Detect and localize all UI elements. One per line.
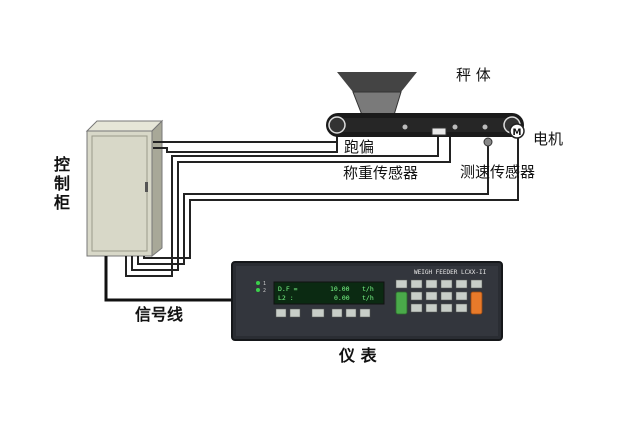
function-key[interactable]	[345, 308, 357, 318]
keypad[interactable]	[395, 279, 483, 315]
cabinet-label-2: 制	[54, 174, 70, 193]
instrument-brand: WEIGH FEEDER LCXX-II	[414, 269, 487, 276]
function-key[interactable]	[289, 308, 301, 318]
keypad-key[interactable]	[425, 279, 438, 289]
display-row1-unit: t/h	[362, 285, 374, 293]
status-leds: 1 2	[256, 281, 266, 294]
belt-conveyor	[326, 113, 524, 137]
display-row1-label: D.F =	[278, 285, 298, 293]
keypad-key[interactable]	[425, 291, 438, 301]
keypad-key[interactable]	[470, 279, 483, 289]
function-key[interactable]	[359, 308, 371, 318]
signal-line-cable	[104, 256, 232, 302]
signal-line-label: 信号线	[135, 305, 183, 324]
keypad-key[interactable]	[440, 279, 453, 289]
motor-badge: M	[513, 128, 522, 138]
hopper	[337, 72, 417, 116]
keypad-key[interactable]	[455, 291, 468, 301]
keypad-key[interactable]	[455, 279, 468, 289]
signal-wires	[125, 128, 519, 277]
keypad-key[interactable]	[425, 303, 438, 313]
keypad-key[interactable]	[410, 291, 423, 301]
speed-sensor-label: 测速传感器	[460, 163, 535, 181]
keypad-key[interactable]	[440, 291, 453, 301]
speed-sensor-mark	[483, 137, 493, 147]
keypad-key[interactable]	[410, 279, 423, 289]
motor-icon: M	[509, 123, 525, 139]
control-cabinet	[85, 119, 164, 258]
lcd-display: D.F = 10.00 t/h L2 : 0.00 t/h	[273, 281, 385, 305]
stop-key[interactable]	[470, 291, 483, 315]
display-row2-label: L2 :	[278, 294, 294, 302]
scale-body-label: 秤 体	[456, 66, 491, 84]
cabinet-label-3: 柜	[54, 193, 70, 212]
display-row1-value: 10.00	[330, 285, 350, 293]
deviation-label: 跑偏	[344, 138, 374, 156]
function-keys-row[interactable]	[275, 308, 371, 318]
keypad-key[interactable]	[455, 303, 468, 313]
function-key[interactable]	[275, 308, 287, 318]
function-key[interactable]	[311, 308, 325, 318]
led-label-1: 1	[263, 281, 266, 287]
motor-label: 电机	[533, 130, 563, 148]
weight-sensor-label: 称重传感器	[343, 164, 418, 182]
cabinet-label-1: 控	[54, 155, 70, 174]
led-label-2: 2	[263, 288, 266, 294]
display-row2-value: 0.00	[334, 294, 350, 302]
display-row2-unit: t/h	[362, 294, 374, 302]
weight-sensor-mark	[431, 127, 447, 136]
keypad-key[interactable]	[395, 279, 408, 289]
function-key[interactable]	[331, 308, 343, 318]
instrument-label: 仪 表	[338, 346, 378, 365]
keypad-key[interactable]	[410, 303, 423, 313]
start-key[interactable]	[395, 291, 408, 315]
keypad-key[interactable]	[440, 303, 453, 313]
